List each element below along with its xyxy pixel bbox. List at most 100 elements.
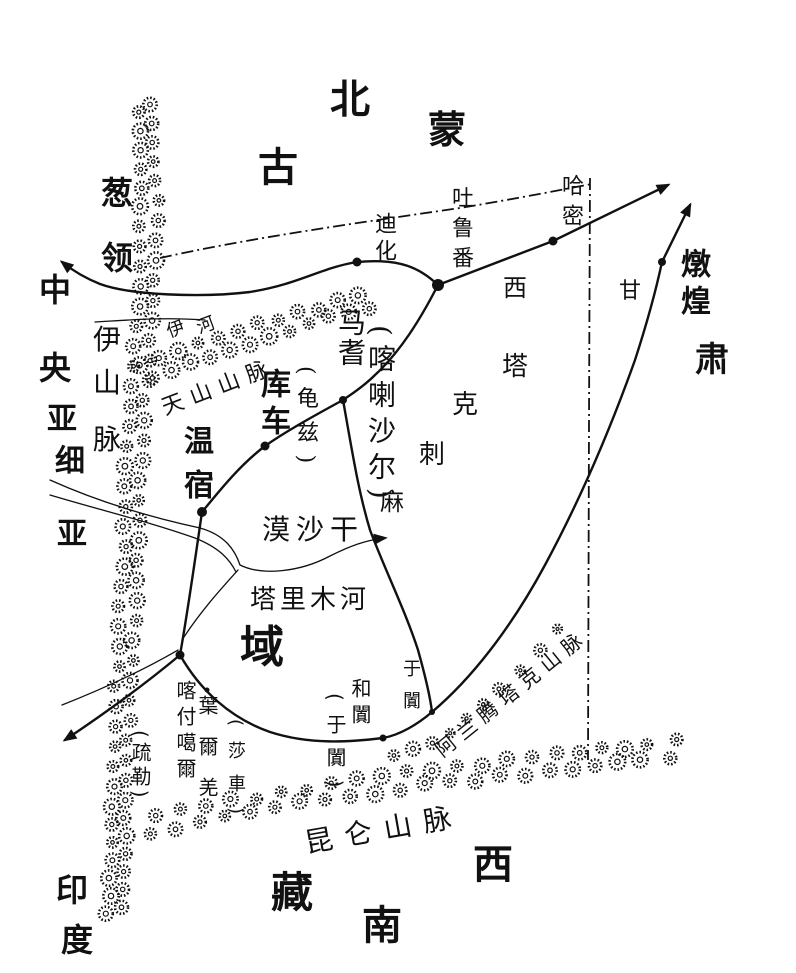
mountain-symbol — [108, 740, 122, 753]
mountain-symbol-core — [133, 323, 139, 329]
mountain-symbol — [122, 631, 141, 650]
mountain-symbol-core — [207, 354, 214, 361]
mountain-symbol — [271, 313, 286, 328]
mountain-symbol — [131, 219, 146, 234]
mountain-symbol-core — [115, 623, 122, 630]
mountain-symbol-core — [202, 803, 209, 809]
mountain-symbol — [498, 750, 516, 768]
city-dot-kashgar — [175, 650, 185, 660]
city-dot-dihua — [352, 257, 362, 267]
karashahr-khotan-route — [341, 398, 434, 714]
mountain-symbol-core — [119, 886, 126, 893]
mountain-symbol — [302, 317, 316, 330]
city-label-qiuci: (龟兹) — [293, 366, 318, 476]
mountain-symbol-core — [112, 723, 119, 730]
mountain-symbol-core — [120, 814, 127, 821]
mountain-symbol-core — [555, 626, 560, 632]
mountain-symbol — [230, 323, 246, 339]
mountain-symbol — [148, 807, 164, 824]
mountain-symbol-core — [226, 346, 233, 354]
mountain-symbol-core — [133, 557, 139, 564]
mountain-symbol — [122, 378, 140, 395]
mountain-symbol-core — [272, 804, 278, 810]
mountain-symbol — [460, 712, 473, 725]
mountain-symbol-core — [569, 766, 576, 773]
mountain-symbol-core — [247, 808, 253, 815]
mountain-symbol-core — [152, 812, 159, 819]
city-dot-yarkand — [204, 687, 210, 693]
mountain-symbol — [249, 315, 265, 331]
mountain-symbol-core — [147, 831, 153, 837]
mountain-symbol — [143, 827, 158, 841]
mountain-symbol — [477, 698, 490, 711]
mountain-symbol — [116, 864, 131, 879]
mountain-symbol-core — [138, 185, 145, 192]
mountain-symbol-core — [128, 403, 134, 410]
mountain-symbol — [162, 361, 181, 380]
mountain-symbol — [115, 881, 131, 898]
mountain-symbol — [115, 557, 135, 576]
mountain-symbol — [143, 115, 160, 132]
mountain-symbol-core — [599, 745, 605, 751]
mountain-symbol-core — [123, 777, 129, 784]
mountain-symbol-core — [124, 443, 130, 449]
mountain-symbol-core — [316, 307, 322, 313]
mountain-symbol-core — [354, 292, 362, 299]
mountain-symbol-core — [141, 437, 147, 444]
mountain-symbol — [133, 162, 148, 177]
mountain-symbol-core — [136, 223, 142, 229]
mountain-symbol — [108, 698, 124, 715]
mountain-symbol-core — [147, 358, 153, 364]
mountain-symbol — [104, 817, 120, 832]
city-dot-karashahr — [339, 396, 347, 404]
city-dot-kuqa — [260, 441, 270, 451]
mountain-symbol-core — [464, 716, 469, 721]
mountain-symbol-core — [123, 757, 129, 763]
mountain-symbol — [141, 332, 157, 348]
mountain-symbol-core — [215, 335, 222, 342]
mountain-symbol — [669, 732, 684, 747]
mountain-symbol-core — [254, 320, 260, 326]
mountain-symbol-core — [479, 762, 486, 769]
mountain-symbol-core — [121, 462, 129, 470]
mountain-symbol — [282, 324, 297, 339]
city-label-yarkand: 葉爾羌 — [195, 695, 219, 818]
mountain-symbol — [150, 212, 166, 229]
mountain-symbol-core — [325, 313, 332, 319]
mountain-symbol — [141, 373, 157, 389]
mountain-symbol — [541, 762, 558, 779]
mountain-symbol — [169, 341, 188, 361]
mountain-symbol — [118, 539, 134, 554]
mountain-symbol-core — [554, 750, 560, 756]
mountain-symbol-core — [134, 618, 140, 624]
region-label-yu: 域 — [240, 622, 284, 673]
mountain-symbol-core — [139, 397, 145, 403]
mountain-range-kunlun — [143, 732, 684, 841]
city-dot-khotan — [379, 734, 387, 742]
city-label-karashahr: (喀喇沙尔) — [364, 325, 397, 507]
region-label-central-2: 央 — [39, 349, 72, 387]
city-dot-yutian — [429, 709, 435, 715]
mountain-symbol — [348, 770, 365, 787]
mountain-symbol-core — [576, 749, 583, 756]
mountain-symbol — [108, 719, 123, 734]
mountain-symbol-core — [152, 237, 159, 244]
mountain-symbol-core — [148, 317, 156, 324]
mountain-symbol-core — [135, 536, 143, 544]
mountain-symbol-core — [111, 683, 117, 689]
mountain-symbol — [132, 512, 148, 528]
mountain-symbol — [123, 398, 139, 415]
mountain-symbol-core — [227, 795, 234, 803]
mountain-symbol — [289, 303, 306, 320]
mountain-symbol — [117, 827, 136, 845]
city-label-yutian: 于闐 — [400, 659, 421, 723]
mountain-symbol — [137, 433, 152, 448]
desert-label-la: 刺 — [419, 440, 446, 470]
city-dot-turfan — [432, 279, 444, 291]
mountain-symbol — [640, 737, 654, 752]
gansu-border-line — [587, 177, 591, 761]
region-label-meng: 蒙 — [428, 107, 467, 152]
mountain-symbol-core — [371, 790, 379, 798]
mountain-symbol — [150, 349, 168, 367]
